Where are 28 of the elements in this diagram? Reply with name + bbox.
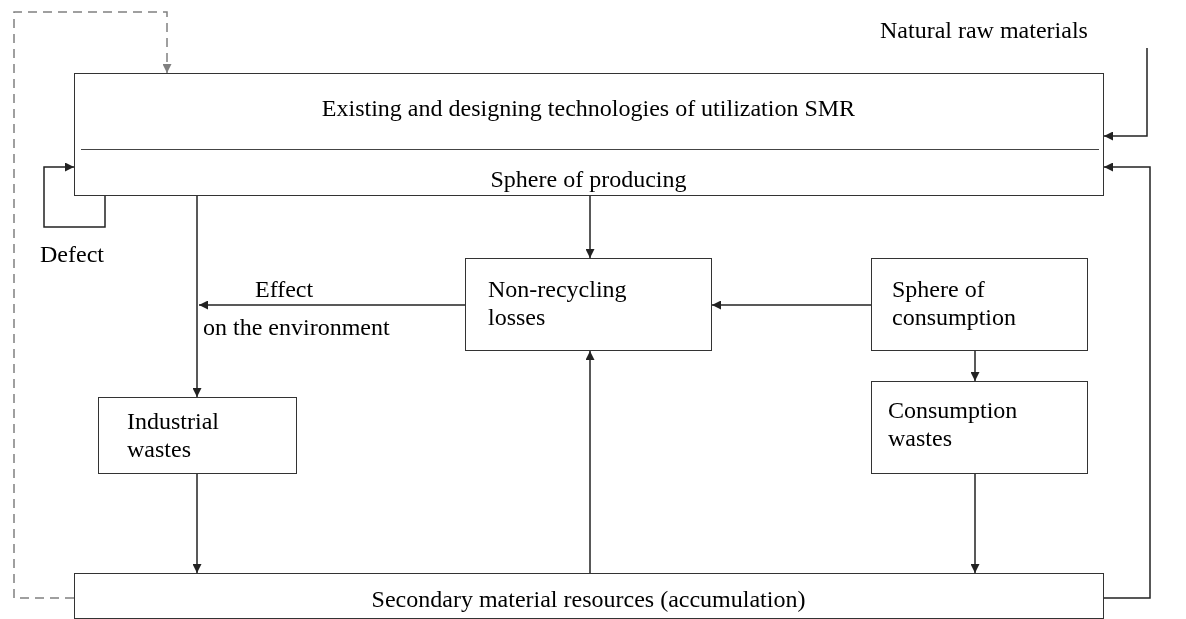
arrow <box>198 300 466 310</box>
edge-label: Defect <box>40 240 104 268</box>
box-label: Sphere of consumption <box>892 275 1017 331</box>
input-text: Natural raw materials <box>880 16 1089 44</box>
box-label: Secondary material resources (accumulation) <box>370 585 807 613</box>
box-heading: Existing and designing technologies of utilization SMR <box>320 94 857 122</box>
process-box <box>98 397 297 474</box>
arrow <box>192 195 202 398</box>
process-box <box>465 258 712 351</box>
dashed-arrow <box>13 11 172 599</box>
arrow <box>585 195 595 259</box>
arrow <box>970 350 980 382</box>
edge-label: Effect on the environment <box>203 275 390 342</box>
box-label: Consumption wastes <box>888 396 1019 452</box>
arrow <box>711 300 872 310</box>
process-box <box>74 573 1104 619</box>
arrow <box>970 473 980 574</box>
arrow <box>192 473 202 574</box>
arrow <box>1103 162 1151 599</box>
arrow <box>43 162 106 228</box>
arrow <box>585 350 595 574</box>
process-box <box>871 258 1088 351</box>
box-subheading: Sphere of producing <box>489 165 688 193</box>
box-label: Industrial wastes <box>127 407 220 463</box>
box-label: Non-recycling losses <box>488 275 628 331</box>
arrow <box>1103 47 1148 141</box>
process-box <box>74 73 1104 196</box>
process-box <box>871 381 1088 474</box>
